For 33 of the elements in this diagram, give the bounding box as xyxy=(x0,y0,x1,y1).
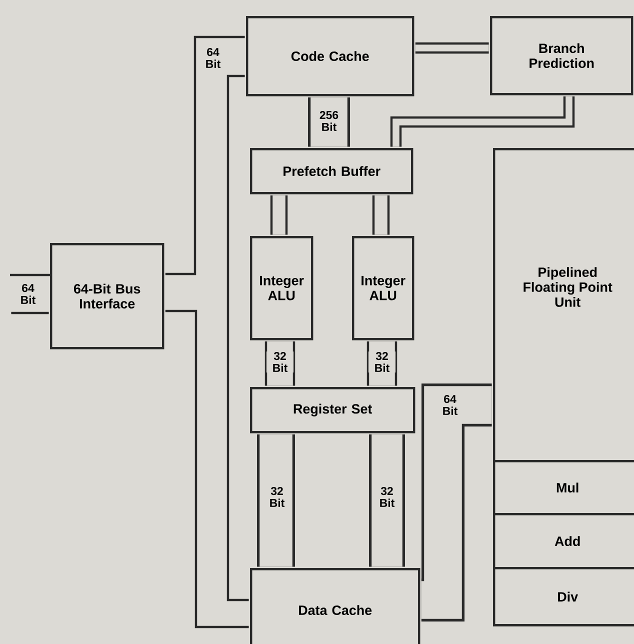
bus-line xyxy=(369,434,405,567)
edge-label: 64 Bit xyxy=(436,394,464,416)
edge-label: 256 Bit xyxy=(316,110,342,132)
block-box: 64-Bit Bus Interface xyxy=(50,243,164,350)
block-box: Prefetch Buffer xyxy=(250,148,414,194)
connector-line xyxy=(165,310,249,628)
edge-label: 32 Bit xyxy=(266,351,294,373)
bus-line xyxy=(257,434,295,567)
bus-line xyxy=(270,195,288,235)
block-box: Register Set xyxy=(250,387,416,434)
edge-label: 32 Bit xyxy=(368,351,396,373)
block-box: Data Cache xyxy=(250,568,420,644)
unit-band: Mul xyxy=(493,460,634,516)
connector-line xyxy=(8,274,52,314)
bus-line xyxy=(421,384,492,622)
edge-label: 32 Bit xyxy=(374,486,400,508)
connector-line xyxy=(165,36,245,276)
edge-label: 64 Bit xyxy=(14,283,42,305)
edge-label: 64 Bit xyxy=(200,47,226,69)
bus-line xyxy=(415,42,489,54)
block-box: Branch Prediction xyxy=(490,16,634,96)
edge-label: 32 Bit xyxy=(264,486,290,508)
bus-line xyxy=(264,341,296,386)
bus-line xyxy=(372,195,390,235)
block-box: Code Cache xyxy=(246,16,414,96)
bus-line xyxy=(308,97,350,147)
block-box: Integer ALU xyxy=(250,236,314,340)
connector-line xyxy=(226,74,249,602)
unit-band: Div xyxy=(493,567,634,626)
unit-band: Add xyxy=(493,513,634,570)
bus-line xyxy=(366,341,398,386)
bus-line xyxy=(390,96,575,147)
block-box: Integer ALU xyxy=(352,236,414,340)
